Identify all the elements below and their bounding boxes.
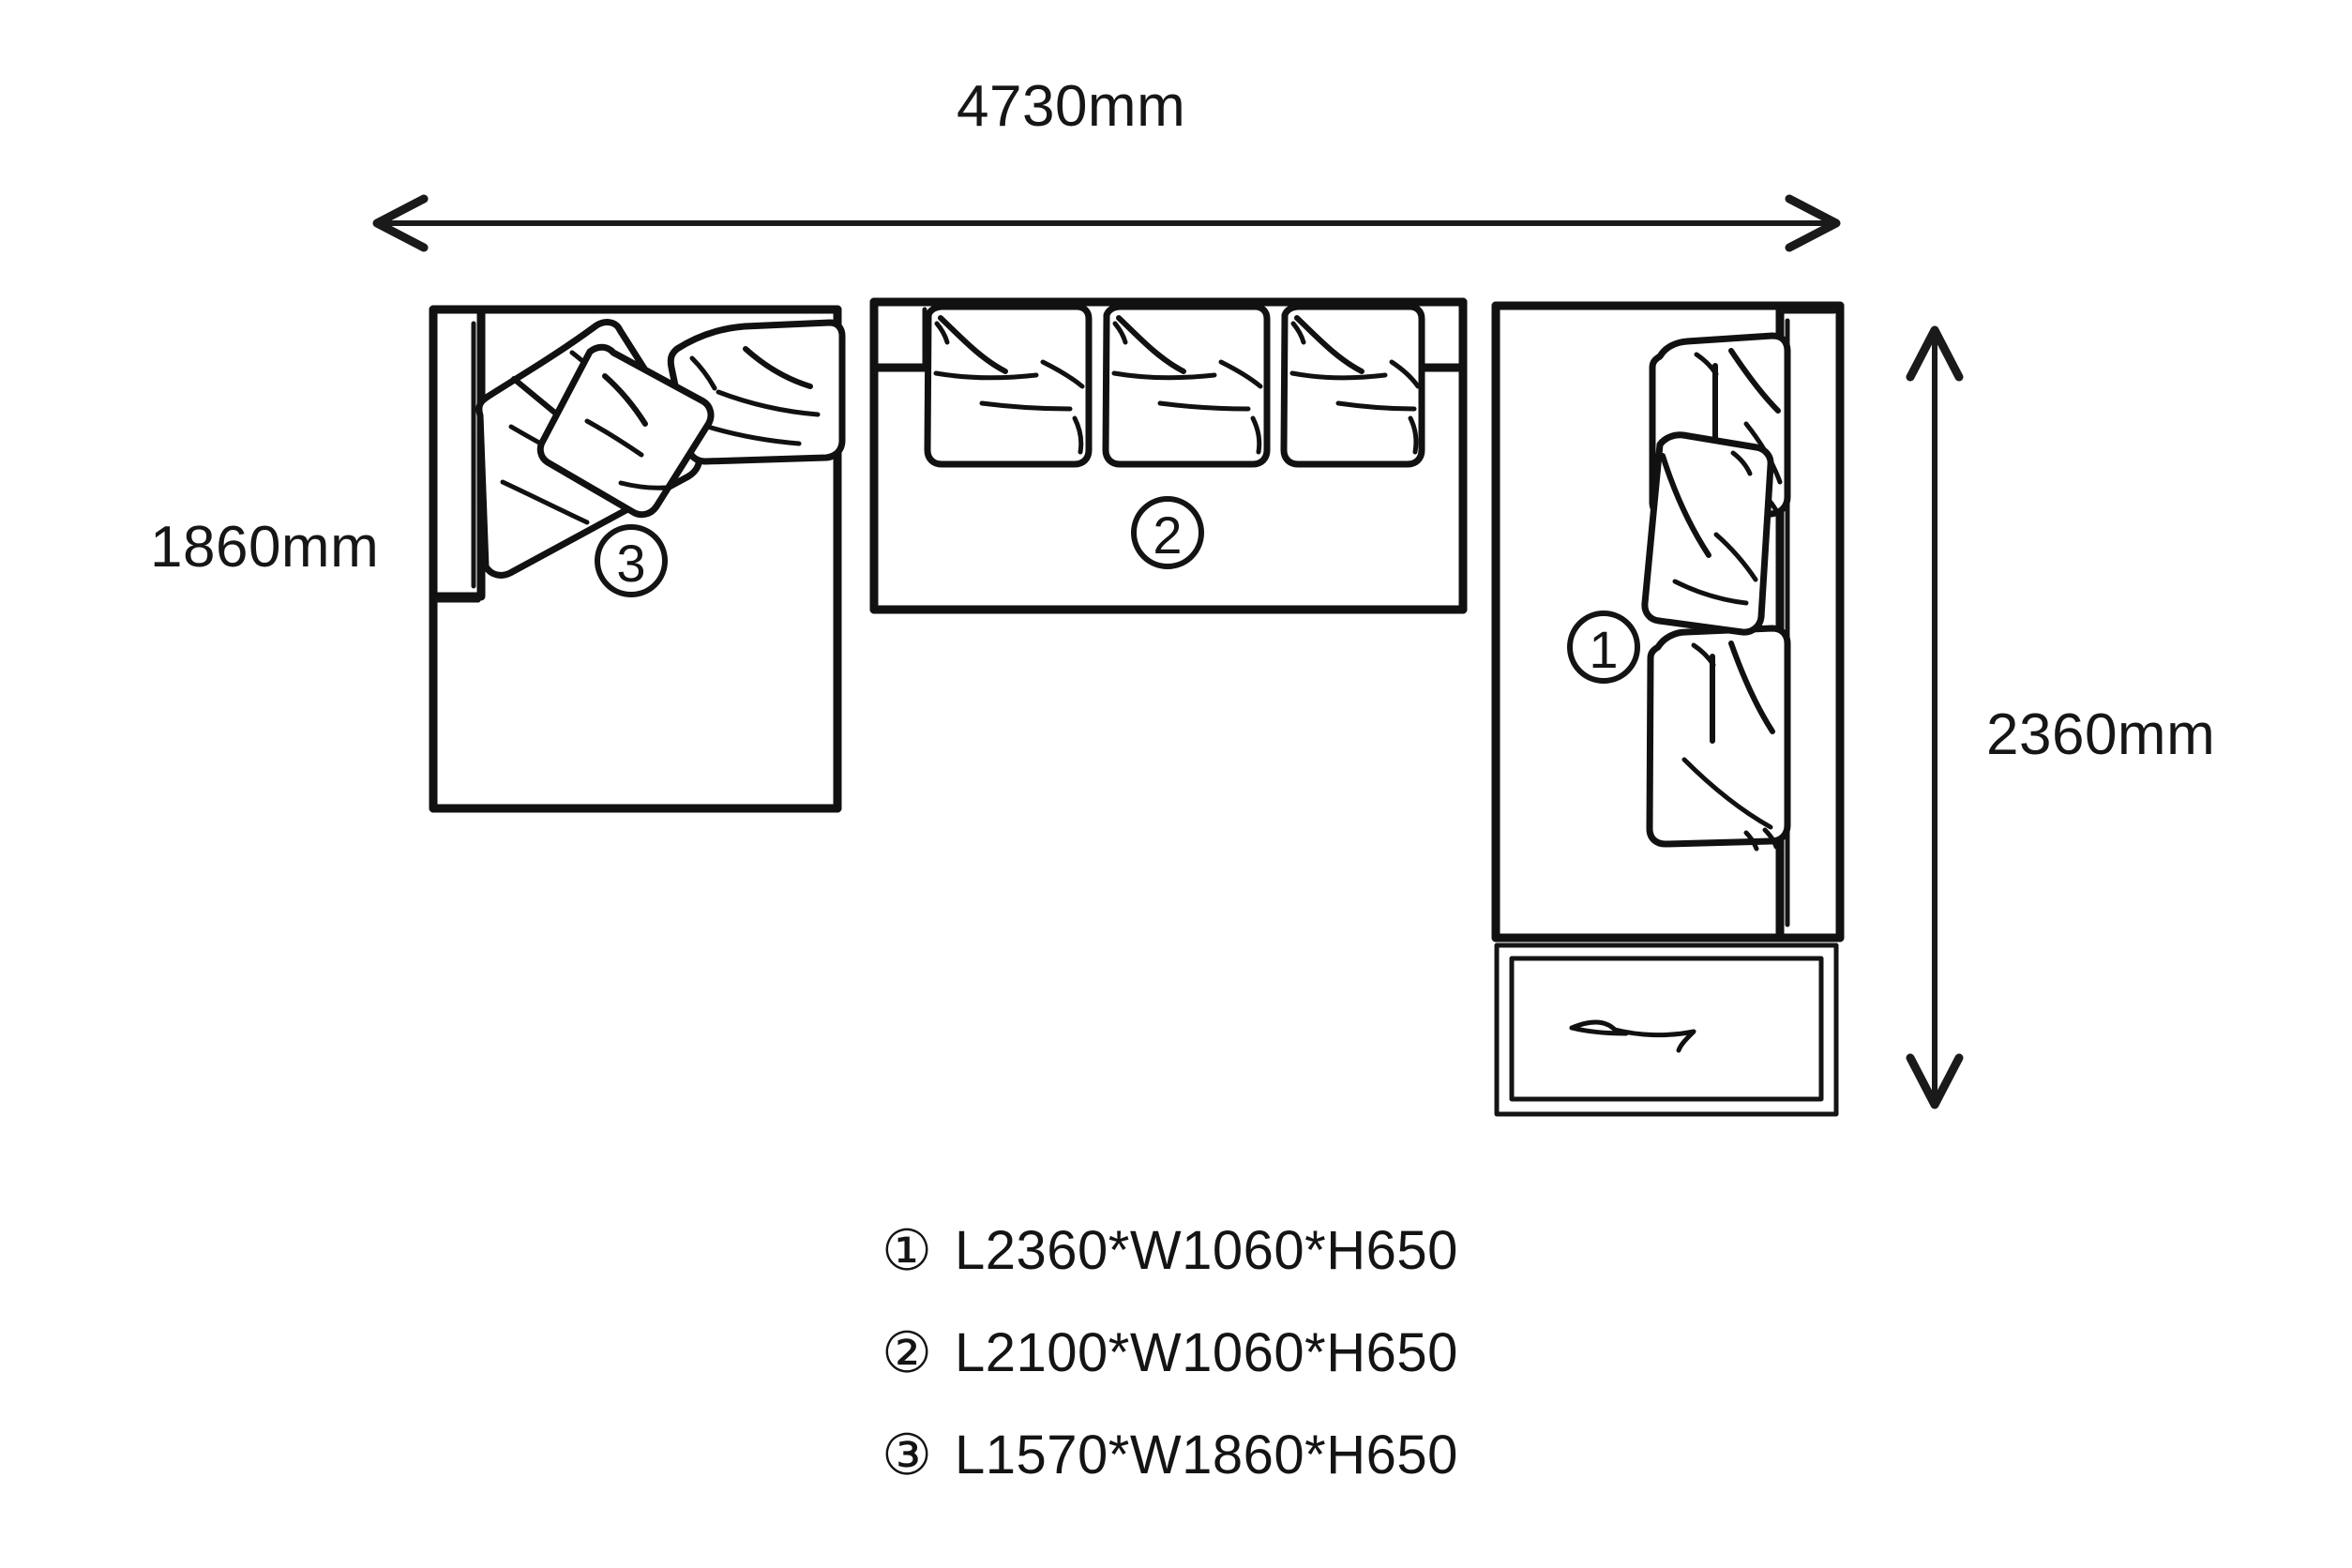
legend-marker-1-icon: ① [882,1218,932,1282]
dimension-label-chaise-depth: 1860mm [150,515,380,580]
legend-label-3: L1570*W1860*H650 [955,1425,1458,1485]
legend-item-1: ① L2360*W1060*H650 [880,1219,1458,1282]
piece-3-left-chaise: 3 [429,305,846,813]
plan-marker-3-text: 3 [616,534,645,593]
piece-1-right-module: 1 [1491,301,1845,1117]
dimension-arrow-overall-width [372,194,1841,252]
legend-label-2: L2100*W1060*H650 [955,1322,1458,1383]
plan-marker-1-text: 1 [1589,620,1618,679]
ottoman-bench [1494,942,1839,1117]
dimension-label-overall-width: 4730mm [957,74,1186,139]
legend-list: ① L2360*W1060*H650 ② L2100*W1060*H650 ③ … [880,1219,1458,1486]
legend-item-3: ③ L1570*W1860*H650 [880,1424,1458,1486]
plan-marker-2-text: 2 [1153,505,1182,565]
legend-item-2: ② L2100*W1060*H650 [880,1321,1458,1384]
dimension-arrow-overall-depth [1906,325,1964,1109]
piece-2-three-seater: 2 [869,297,1468,614]
legend-marker-3-icon: ③ [882,1423,932,1486]
dimension-label-overall-depth: 2360mm [1986,702,2216,767]
legend-marker-2-icon: ② [882,1320,932,1384]
legend-label-1: L2360*W1060*H650 [955,1220,1458,1281]
